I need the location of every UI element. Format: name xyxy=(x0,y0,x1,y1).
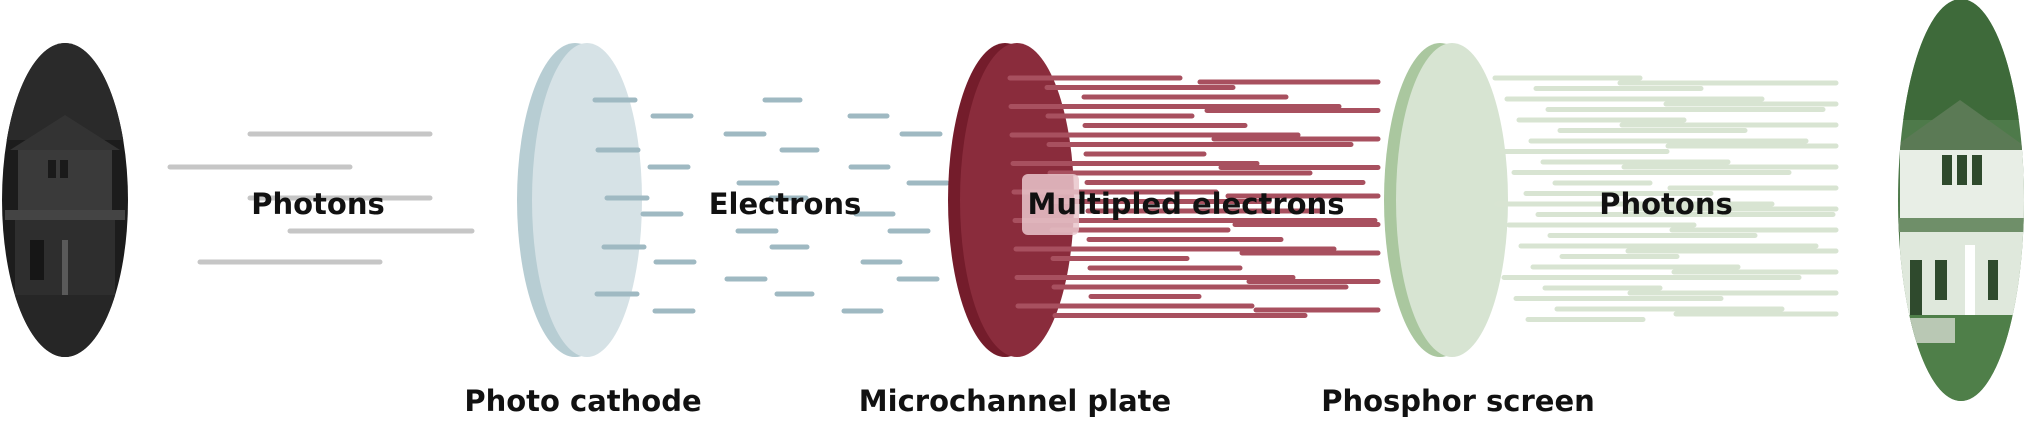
phosphor-screen-disc xyxy=(1384,43,1508,357)
outgoing-photon-beams xyxy=(1492,75,1839,322)
photons-in-label: Photons xyxy=(251,187,385,221)
multiplied-electron-beams xyxy=(1007,75,1381,318)
incoming-photon-beams xyxy=(167,131,475,265)
electrons-label: Electrons xyxy=(709,187,862,221)
input-image-dark-house xyxy=(2,43,128,357)
multiplied-electrons-label-box xyxy=(1022,174,1079,235)
electron-dashes xyxy=(592,97,950,314)
multiplied-electrons-label: Multipled electrons xyxy=(1028,187,1345,221)
output-image-green-house xyxy=(1898,0,2024,401)
photons-out-label: Photons xyxy=(1599,187,1733,221)
phosphor-screen-label: Phosphor screen xyxy=(1321,384,1595,418)
photocathode-label: Photo cathode xyxy=(464,384,701,418)
photocathode-disc xyxy=(517,43,642,357)
microchannel-plate-label: Microchannel plate xyxy=(859,384,1171,418)
